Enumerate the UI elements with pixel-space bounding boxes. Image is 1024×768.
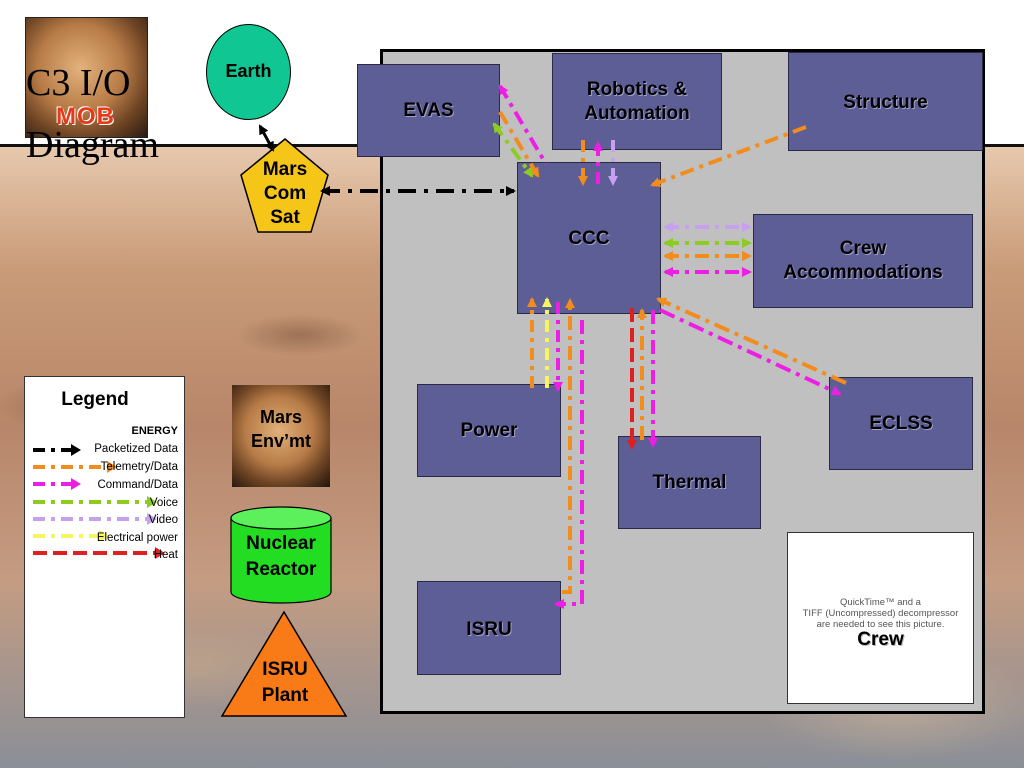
mars-com-sat-label-line-3: Sat bbox=[270, 207, 300, 228]
mars-environment-label: Mars Env’mt bbox=[232, 405, 330, 453]
legend-item-heat: Heat bbox=[153, 549, 178, 561]
power-label: Power bbox=[460, 420, 518, 441]
legend-arrowhead-telemetry bbox=[107, 461, 117, 473]
legend-panel: Legend ENERGY Packetized Data Telemetry/… bbox=[24, 376, 185, 718]
mars-env-label-line-2: Env’mt bbox=[250, 431, 311, 451]
crew-acc-label-line-1: Crew bbox=[839, 238, 887, 259]
legend-item-voice: Voice bbox=[149, 497, 178, 509]
legend-arrowhead-electrical bbox=[99, 530, 109, 542]
eclss-label: ECLSS bbox=[869, 413, 933, 434]
isru-plant-label-line-2: Plant bbox=[261, 685, 309, 706]
legend-item-video: Video bbox=[148, 514, 178, 526]
legend-arrowhead-video bbox=[147, 513, 157, 525]
mars-com-sat-pentagon bbox=[240, 138, 329, 233]
legend-item-packetized: Packetized Data bbox=[94, 443, 178, 455]
ccc-box: CCC bbox=[517, 162, 661, 314]
qt-line-3: are needed to see this picture. bbox=[816, 619, 945, 630]
mars-env-label-line-1: Mars bbox=[259, 407, 303, 427]
mars-com-sat-label-line-2: Com bbox=[263, 183, 307, 204]
qt-line-1: QuickTime™ and a bbox=[840, 597, 921, 608]
page-title-line-2: Diagram bbox=[26, 124, 159, 166]
structure-box: Structure bbox=[788, 52, 983, 151]
qt-line-2: TIFF (Uncompressed) decompressor bbox=[802, 608, 959, 619]
isru-plant-label: ISRU Plant bbox=[240, 657, 330, 709]
legend-item-electrical: Electrical power bbox=[96, 532, 178, 544]
mars-environment-image bbox=[232, 385, 330, 487]
power-box: Power bbox=[417, 384, 561, 477]
nuclear-reactor-label: Nuclear Reactor bbox=[230, 531, 332, 583]
legend-title: Legend bbox=[61, 389, 129, 410]
robotics-label-line-2: Automation bbox=[584, 103, 690, 124]
legend-arrowhead-voice bbox=[147, 496, 157, 508]
thermal-label: Thermal bbox=[652, 472, 727, 493]
evas-label: EVAS bbox=[403, 100, 454, 121]
nuclear-reactor-cylinder bbox=[230, 506, 332, 604]
robotics-label-line-1: Robotics & bbox=[586, 79, 688, 100]
crew-acc-label-line-2: Accommodations bbox=[783, 262, 943, 283]
robotics-automation-box: Robotics & Automation bbox=[552, 53, 722, 150]
logo-mob-text: MOB bbox=[56, 103, 115, 130]
nuclear-reactor-label-line-2: Reactor bbox=[245, 559, 317, 580]
earth-label: Earth bbox=[225, 61, 272, 81]
legend-arrowhead-command bbox=[71, 478, 81, 490]
legend-item-telemetry: Telemetry/Data bbox=[100, 461, 178, 473]
thermal-box: Thermal bbox=[618, 436, 761, 529]
legend-swatches bbox=[33, 444, 165, 559]
isru-plant-label-line-1: ISRU bbox=[262, 659, 308, 680]
legend-arrowhead-packetized bbox=[71, 444, 81, 456]
legend-arrowhead-heat bbox=[155, 547, 165, 559]
structure-label: Structure bbox=[843, 92, 928, 113]
isru-label: ISRU bbox=[466, 619, 512, 640]
isru-plant-triangle bbox=[220, 610, 348, 717]
nuclear-reactor-label-line-1: Nuclear bbox=[246, 533, 316, 554]
isru-box: ISRU bbox=[417, 581, 561, 675]
mars-com-sat-label-line-1: Mars bbox=[262, 159, 308, 180]
legend-energy-header: ENERGY bbox=[131, 425, 178, 437]
page-title: C3 I/O Diagram bbox=[26, 52, 196, 176]
page-title-line-1: C3 I/O bbox=[26, 62, 131, 104]
ccc-label: CCC bbox=[568, 228, 610, 249]
mars-com-sat-label: Mars Com Sat bbox=[240, 158, 330, 230]
quicktime-placeholder-note: QuickTime™ and a TIFF (Uncompressed) dec… bbox=[788, 597, 973, 630]
crew-label: Crew bbox=[857, 629, 904, 650]
evas-box: EVAS bbox=[357, 64, 500, 157]
legend-item-command: Command/Data bbox=[97, 479, 178, 491]
mars-logo-image bbox=[25, 17, 148, 138]
crew-accommodations-box: Crew Accommodations bbox=[753, 214, 973, 308]
crew-panel: QuickTime™ and a TIFF (Uncompressed) dec… bbox=[787, 532, 974, 704]
earth-node: Earth bbox=[206, 24, 291, 120]
eclss-box: ECLSS bbox=[829, 377, 973, 470]
